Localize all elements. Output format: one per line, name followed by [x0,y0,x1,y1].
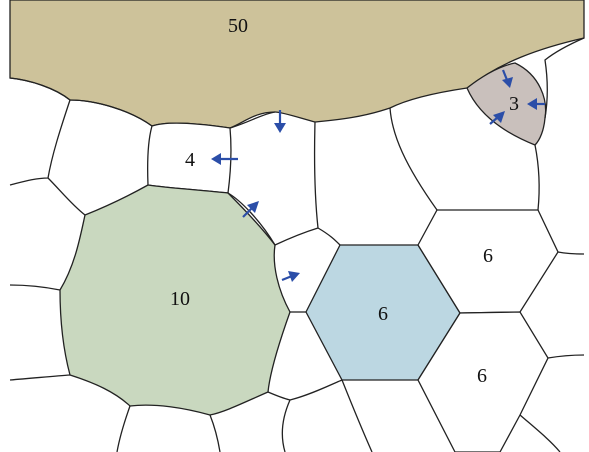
cell-3 [466,62,547,146]
label-cell-4: 4 [185,149,195,171]
arrow-icon [501,69,513,88]
arrow-icon [274,110,286,133]
arrow-icon [527,98,545,110]
label-cell-50: 50 [228,15,248,37]
cell-10 [59,184,291,416]
cell-6-lower [417,311,549,452]
arrow-icon [281,271,300,282]
label-cell-6-lower: 6 [477,365,487,387]
label-cell-6-center: 6 [378,303,388,325]
arrow-icon [211,153,238,165]
label-cell-10: 10 [170,288,190,310]
arrow-icon [489,111,505,125]
label-cell-6-upper: 6 [483,245,493,267]
label-cell-3: 3 [509,93,519,115]
cell-edges [9,37,585,452]
arrow-icon [242,201,259,218]
